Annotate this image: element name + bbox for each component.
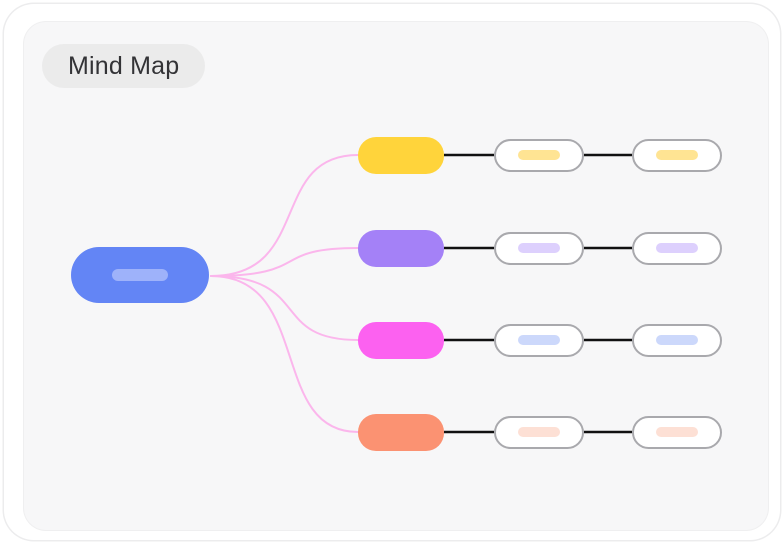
leaf-node-placeholder-bar (518, 150, 560, 160)
leaf-node-placeholder-bar (656, 150, 698, 160)
mindmap-branch-node[interactable] (358, 321, 444, 359)
leaf-node-placeholder-bar (518, 427, 560, 437)
page-title: Mind Map (68, 51, 180, 80)
leaf-node-placeholder-bar (518, 335, 560, 345)
mindmap-branch-node[interactable] (358, 413, 444, 451)
edge-root-to-branch-2 (210, 247, 359, 277)
leaf-node-placeholder-bar (656, 243, 698, 253)
outer-frame: Mind Map (4, 4, 780, 540)
mindmap-leaf-node[interactable] (494, 231, 584, 265)
mindmap-card: Mind Map (24, 22, 768, 530)
leaf-node-placeholder-bar (656, 335, 698, 345)
mindmap-leaf-node[interactable] (632, 138, 722, 172)
leaf-node-placeholder-bar (656, 427, 698, 437)
edge-root-to-branch-1 (210, 154, 359, 277)
page-title-badge: Mind Map (42, 44, 206, 88)
mindmap-leaf-node[interactable] (494, 138, 584, 172)
leaf-node-placeholder-bar (518, 243, 560, 253)
mindmap-leaf-node[interactable] (632, 231, 722, 265)
mindmap-branch-node[interactable] (358, 136, 444, 174)
root-node-placeholder-bar (112, 269, 168, 281)
mindmap-root-node[interactable] (71, 247, 209, 303)
mindmap-leaf-node[interactable] (494, 415, 584, 449)
mindmap-leaf-node[interactable] (494, 323, 584, 357)
mindmap-leaf-node[interactable] (632, 323, 722, 357)
edge-root-to-branch-4 (210, 275, 359, 433)
mindmap-leaf-node[interactable] (632, 415, 722, 449)
edge-root-to-branch-3 (210, 275, 359, 341)
mindmap-branch-node[interactable] (358, 229, 444, 267)
